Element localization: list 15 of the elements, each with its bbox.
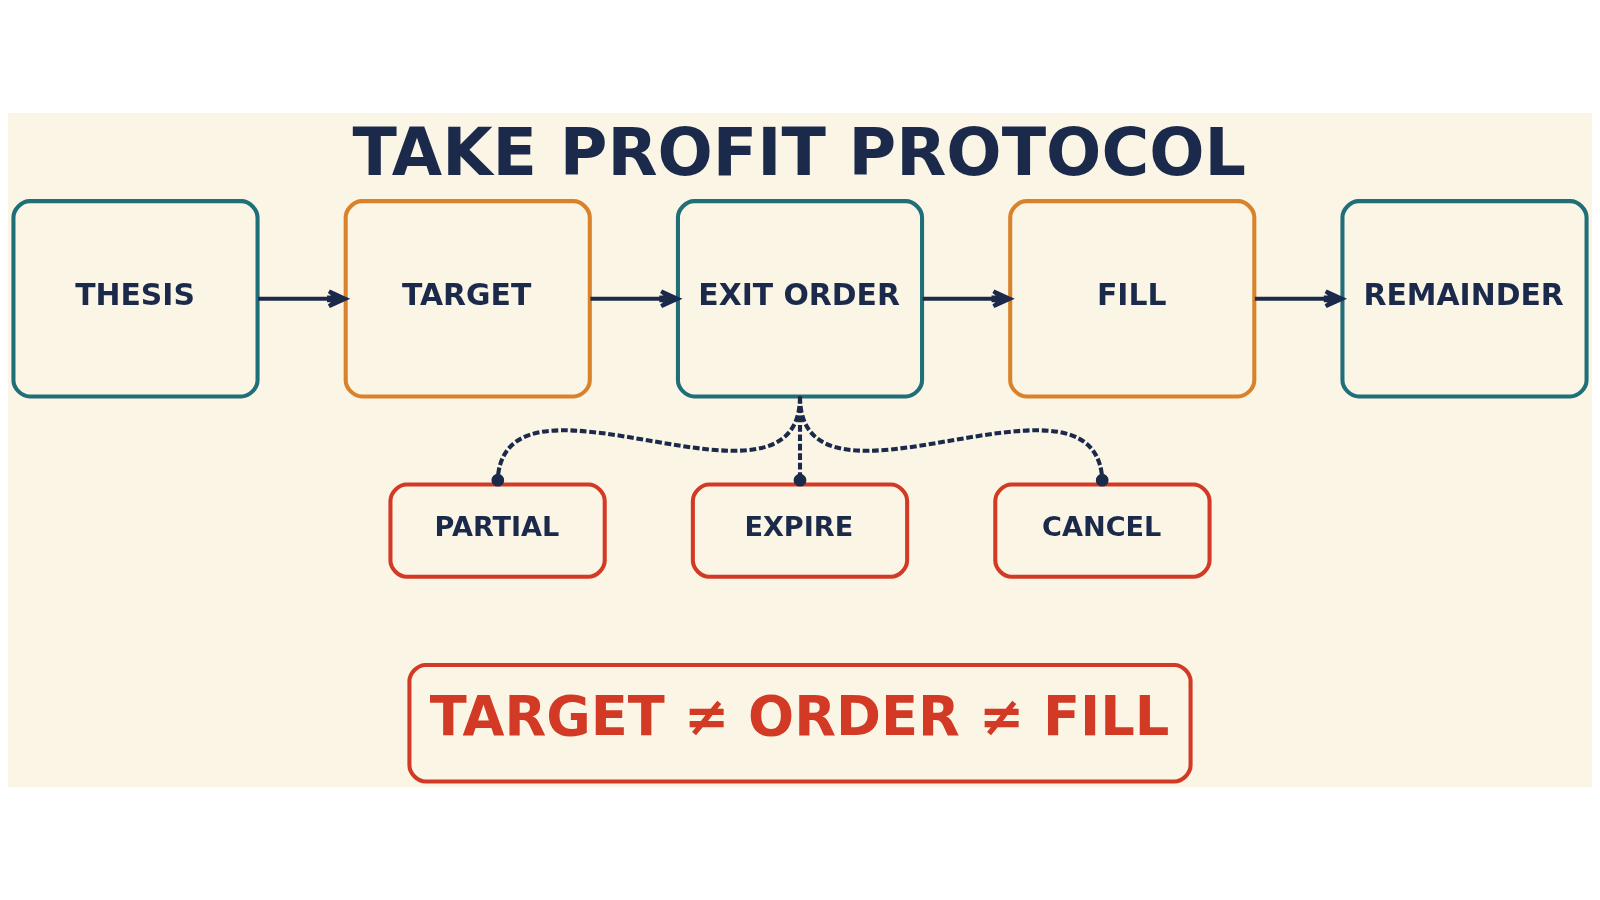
node-box: THESIS [11, 199, 260, 399]
node-box: EXPIRE [690, 482, 910, 579]
connector [798, 396, 1109, 487]
node-box: PARTIAL [388, 482, 607, 579]
arrow [258, 289, 348, 309]
arrow [922, 289, 1012, 309]
diagram-title: TAKE PROFIT PROTOCOL [352, 114, 1246, 190]
arrow [1254, 289, 1345, 309]
node-box: TARGET [343, 199, 592, 399]
arrow [590, 289, 680, 309]
node-box: CANCEL [993, 482, 1212, 579]
node-box: EXIT ORDER [675, 199, 925, 399]
node-box: FILL [1008, 199, 1257, 399]
node-box: REMAINDER [1340, 199, 1589, 399]
node-box: TARGET ≠ ORDER ≠ FILL [407, 662, 1193, 784]
